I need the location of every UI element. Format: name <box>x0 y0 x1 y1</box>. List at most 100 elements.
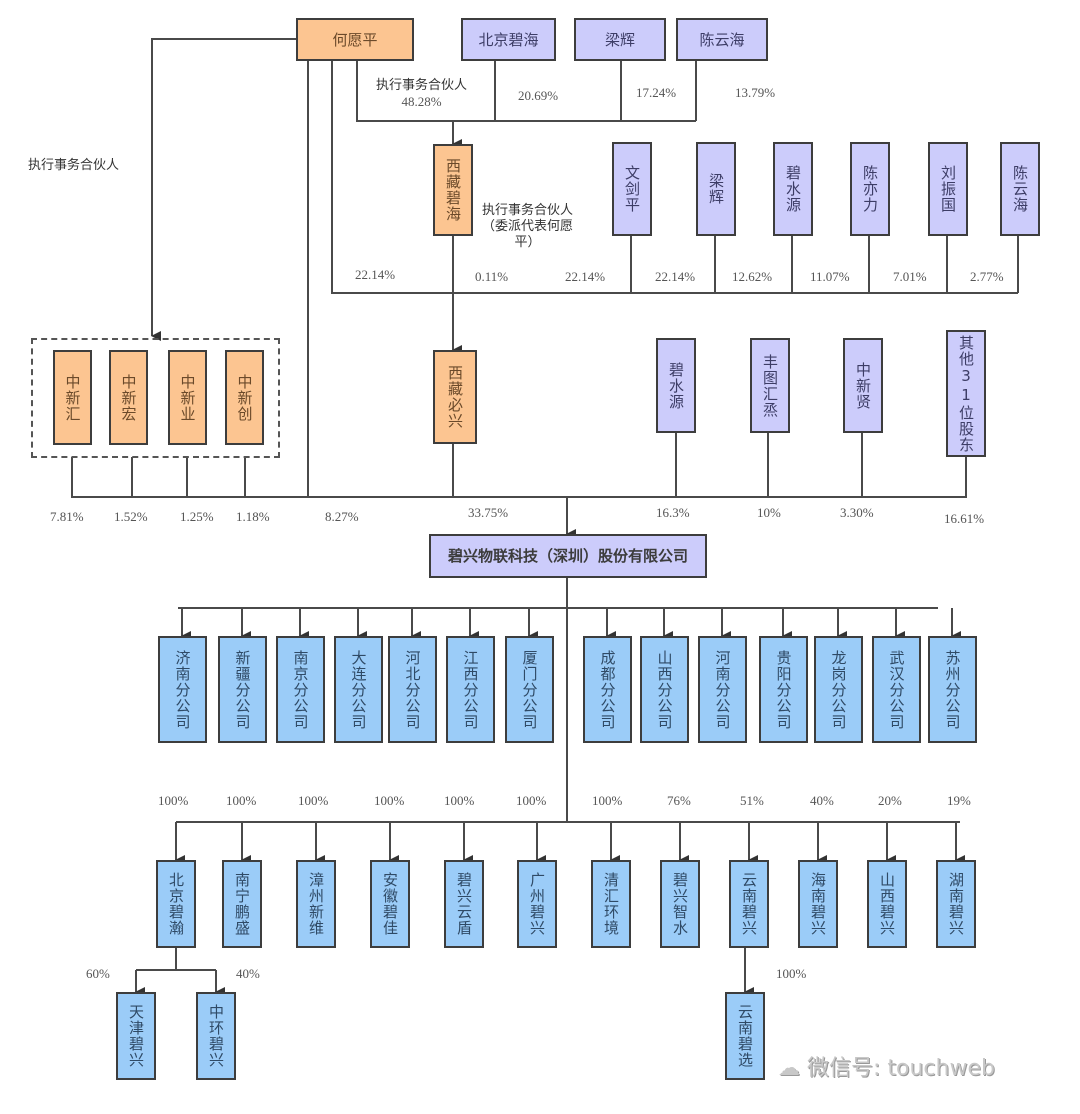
pct-chen-yunhai: 13.79% <box>735 85 776 100</box>
node-partner-1[interactable]: 梁辉 <box>696 142 736 236</box>
node-label: 西藏碧海 <box>444 158 462 222</box>
watermark: ☁ 微信号: touchweb <box>778 1050 995 1082</box>
node-partner-2[interactable]: 碧水源 <box>773 142 813 236</box>
pct-subsidiary-10: 20% <box>878 793 902 808</box>
node-label: 新疆分公司 <box>233 649 252 730</box>
pct-subsidiary-11: 19% <box>947 793 971 808</box>
node-chen-yunhai[interactable]: 陈云海 <box>676 18 768 61</box>
pct-holder-3: 16.61% <box>944 511 985 526</box>
node-label: 刘振国 <box>939 165 957 213</box>
left-role-label: 执行事务合伙人 <box>28 158 120 173</box>
node-branch-6[interactable]: 厦门分公司 <box>505 636 554 743</box>
node-branch-12[interactable]: 武汉分公司 <box>872 636 921 743</box>
node-label: 梁辉 <box>707 173 725 205</box>
node-subsidiary-8[interactable]: 云南碧兴 <box>729 860 769 948</box>
node-second-2[interactable]: 云南碧选 <box>725 992 765 1080</box>
node-subsidiary-7[interactable]: 碧兴智水 <box>660 860 700 948</box>
node-branch-4[interactable]: 河北分公司 <box>388 636 437 743</box>
node-branch-11[interactable]: 龙岗分公司 <box>814 636 863 743</box>
node-holder-1[interactable]: 丰图汇烝 <box>750 338 790 433</box>
shareholder-bus <box>71 457 967 498</box>
node-zhongxin-0[interactable]: 中新汇 <box>53 350 92 445</box>
node-subsidiary-1[interactable]: 南宁鹏盛 <box>222 860 262 948</box>
node-subsidiary-10[interactable]: 山西碧兴 <box>867 860 907 948</box>
node-branch-9[interactable]: 河南分公司 <box>698 636 747 743</box>
node-branch-0[interactable]: 济南分公司 <box>158 636 207 743</box>
node-second-0[interactable]: 天津碧兴 <box>116 992 156 1080</box>
node-branch-5[interactable]: 江西分公司 <box>446 636 495 743</box>
node-zhongxin-1[interactable]: 中新宏 <box>109 350 148 445</box>
node-tibet-bihai[interactable]: 西藏碧海 <box>433 144 473 236</box>
node-partner-3[interactable]: 陈亦力 <box>850 142 890 236</box>
node-branch-1[interactable]: 新疆分公司 <box>218 636 267 743</box>
pct-second-0: 60% <box>86 966 110 981</box>
node-holder-2[interactable]: 中新贤 <box>843 338 883 433</box>
node-subsidiary-6[interactable]: 清汇环境 <box>591 860 631 948</box>
node-label: 梁辉 <box>604 30 635 49</box>
pct-zhongxin-0: 7.81% <box>50 509 84 524</box>
pct-subsidiary-4: 100% <box>444 793 475 808</box>
node-label: 西藏必兴 <box>446 365 464 429</box>
pct-partner-5: 2.77% <box>970 269 1004 284</box>
node-subsidiary-3[interactable]: 安徽碧佳 <box>370 860 410 948</box>
node-branch-13[interactable]: 苏州分公司 <box>928 636 977 743</box>
node-label: 贵阳分公司 <box>774 649 793 730</box>
node-partner-5[interactable]: 陈云海 <box>1000 142 1040 236</box>
watermark-text: 微信号: touchweb <box>807 1056 995 1081</box>
node-branch-8[interactable]: 山西分公司 <box>640 636 689 743</box>
pct-subsidiary-6: 100% <box>592 793 623 808</box>
pct-second-2: 100% <box>776 966 807 981</box>
node-label: 碧水源 <box>667 361 685 410</box>
node-subsidiary-5[interactable]: 广州碧兴 <box>517 860 557 948</box>
node-label: 何愿平 <box>332 30 378 49</box>
node-subsidiary-11[interactable]: 湖南碧兴 <box>936 860 976 948</box>
pct-he-tibet: 48.28% <box>401 94 442 109</box>
node-label: 厦门分公司 <box>520 649 539 730</box>
node-branch-7[interactable]: 成都分公司 <box>583 636 632 743</box>
pct-partner-2: 12.62% <box>732 269 773 284</box>
node-label: 天津碧兴 <box>127 1004 145 1068</box>
pct-tibet-bixing: 0.11% <box>475 269 509 284</box>
node-subsidiary-0[interactable]: 北京碧瀚 <box>156 860 196 948</box>
node-partner-4[interactable]: 刘振国 <box>928 142 968 236</box>
pct-partner-4: 7.01% <box>893 269 927 284</box>
node-he-yuanping[interactable]: 何愿平 <box>296 18 414 61</box>
node-branch-10[interactable]: 贵阳分公司 <box>759 636 808 743</box>
node-label: 中新创 <box>235 373 254 422</box>
pct-holder-2: 3.30% <box>840 505 874 520</box>
node-label: 江西分公司 <box>461 649 480 730</box>
node-holder-0[interactable]: 碧水源 <box>656 338 696 433</box>
node-zhongxin-3[interactable]: 中新创 <box>225 350 264 445</box>
node-subsidiary-4[interactable]: 碧兴云盾 <box>444 860 484 948</box>
node-label: 河北分公司 <box>403 649 422 730</box>
node-branch-3[interactable]: 大连分公司 <box>334 636 383 743</box>
node-branch-2[interactable]: 南京分公司 <box>276 636 325 743</box>
node-subsidiary-9[interactable]: 海南碧兴 <box>798 860 838 948</box>
tibet-he-label: 执行事务合伙人 48.28% <box>376 78 467 110</box>
node-label: 海南碧兴 <box>809 872 827 936</box>
node-zhongxin-2[interactable]: 中新业 <box>168 350 207 445</box>
node-company[interactable]: 碧兴物联科技（深圳）股份有限公司 <box>429 534 707 578</box>
node-holder-3[interactable]: 其他31位股东 <box>946 330 986 457</box>
node-partner-0[interactable]: 文剑平 <box>612 142 652 236</box>
node-beijing-bihai[interactable]: 北京碧海 <box>461 18 556 61</box>
pct-subsidiary-1: 100% <box>226 793 257 808</box>
note-line: 平） <box>514 235 541 250</box>
line-he-to-tibet <box>356 60 696 122</box>
pct-he-bixing: 22.14% <box>355 267 396 282</box>
node-label: 陈云海 <box>699 30 745 49</box>
pct-he-direct: 8.27% <box>325 509 359 524</box>
node-xizang-bixing[interactable]: 西藏必兴 <box>433 350 477 444</box>
note-line: （委派代表何愿 <box>482 219 574 234</box>
node-label: 山西碧兴 <box>878 872 896 936</box>
node-label: 山西分公司 <box>655 649 674 730</box>
node-label: 碧水源 <box>784 165 802 213</box>
zhongxin-group-box <box>31 338 280 458</box>
node-label: 中新汇 <box>63 373 82 422</box>
node-liang-hui[interactable]: 梁辉 <box>574 18 666 61</box>
node-second-1[interactable]: 中环碧兴 <box>196 992 236 1080</box>
pct-zhongxin-3: 1.18% <box>236 509 270 524</box>
node-label: 安徽碧佳 <box>381 872 399 936</box>
node-subsidiary-2[interactable]: 漳州新维 <box>296 860 336 948</box>
